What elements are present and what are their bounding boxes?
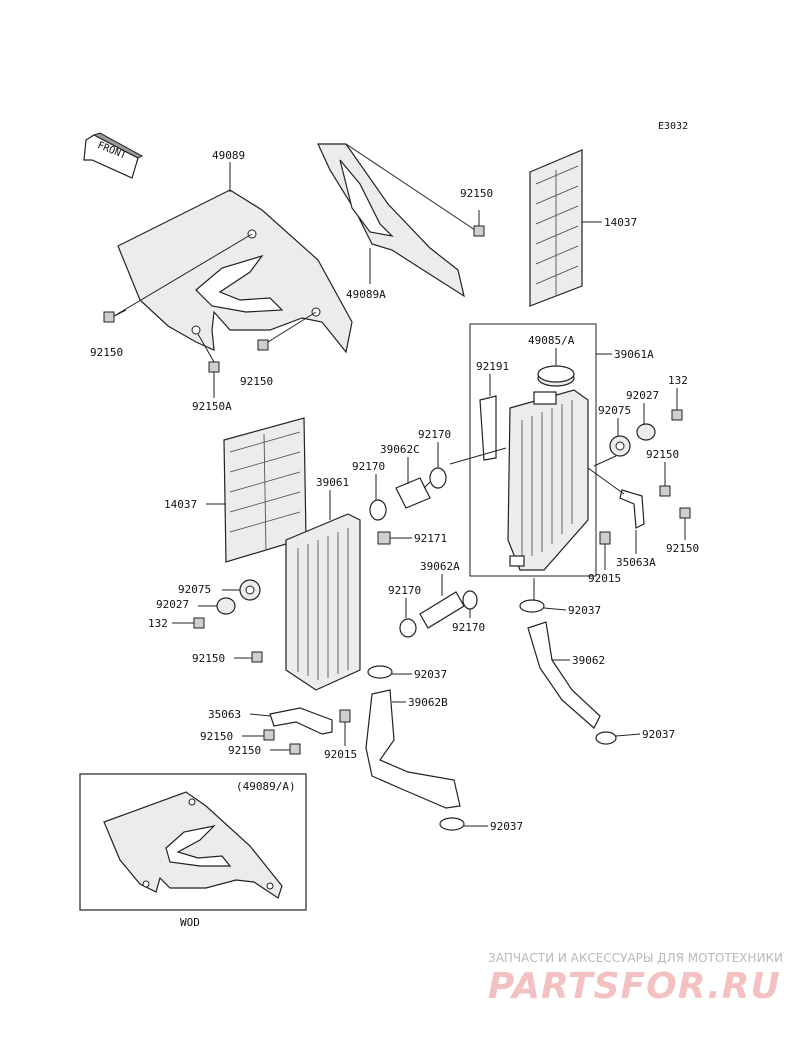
label-92150-b: 92150 [240,375,273,388]
hose-clamp-92037-l2 [439,817,465,831]
label-92191: 92191 [476,360,509,373]
radiator-right [507,389,589,571]
radiator-shroud-left [117,189,353,354]
radiator-hose-39062 [527,621,601,729]
label-92171: 92171 [414,532,447,545]
label-92075-right: 92075 [598,404,631,417]
bolt-132-right [671,409,683,421]
bolt-132-left [193,617,205,629]
hose-clamp-92037-l1 [367,665,393,679]
label-92150-l3: 92150 [228,744,261,757]
radiator-cap [537,365,575,387]
label-39061: 39061 [316,476,349,489]
hose-clamp-92170-c3 [462,590,478,610]
label-92150-r1: 92150 [646,448,679,461]
label-92150-r2: 92150 [666,542,699,555]
watermark-logo: PARTSFOR.RU [488,966,781,1007]
label-92170-c2: 92170 [352,460,385,473]
hose-39062b [365,689,461,809]
label-39062c: 39062C [380,443,420,456]
hose-clamp-92037-r1 [519,599,545,613]
label-39062b: 39062B [408,696,448,709]
hose-clamp-92170-c4 [399,618,417,638]
label-92170-c4: 92170 [452,621,485,634]
label-39062a: 39062A [420,560,460,573]
label-14037-left: 14037 [164,498,197,511]
inset-caption: WOD [180,916,200,929]
grommet-92027-right [636,423,656,441]
label-49085a: 49085/A [528,334,575,347]
label-35063a: 35063A [616,556,656,569]
hose-39062c [395,477,431,509]
bracket-35063 [269,707,333,735]
inset-title: (49089/A) [236,780,296,793]
radiator-grille-right [529,149,583,307]
label-92037-r1: 92037 [568,604,601,617]
label-92015-right: 92015 [588,572,621,585]
label-49089: 49089 [212,149,245,162]
label-92015-left: 92015 [324,748,357,761]
label-92027-left: 92027 [156,598,189,611]
watermark-tagline: ЗАПЧАСТИ И АКСЕССУАРЫ ДЛЯ МОТОТЕХНИКИ [488,951,783,965]
label-92150-l1: 92150 [192,652,225,665]
hose-clamp-92170-c1 [429,467,447,489]
label-39062: 39062 [572,654,605,667]
bolt-92150-l1 [251,651,263,663]
breather-hose [479,395,497,461]
front-arrow-icon: FRONT [83,132,144,179]
bolt-92150-mid [257,339,269,351]
bolt-92150-r2 [679,507,691,519]
clip-92015-right [599,531,611,545]
bolt-92150-l3 [289,743,301,755]
label-92150-top: 92150 [460,187,493,200]
radiator-shroud-right [317,143,465,298]
label-132-right: 132 [668,374,688,387]
label-49089a: 49089A [346,288,386,301]
label-92170-c3: 92170 [388,584,421,597]
clip-92171 [377,531,391,545]
label-92150-a: 92150 [90,346,123,359]
inset-shroud [103,791,283,899]
label-92075-left: 92075 [178,583,211,596]
label-92150a: 92150A [192,400,232,413]
label-92037-l1: 92037 [414,668,447,681]
hose-39062a [419,591,465,629]
bolt-92150-r1 [659,485,671,497]
label-92027-right: 92027 [626,389,659,402]
grommet-92027-left [216,597,236,615]
label-92150-l2: 92150 [200,730,233,743]
hose-clamp-92170-c2 [369,499,387,521]
bolt-92150-l2 [263,729,275,741]
bracket-35063a [619,489,645,529]
label-92037-r2: 92037 [642,728,675,741]
bolt-92150a [208,361,220,373]
label-92170-c1: 92170 [418,428,451,441]
radiator-left [285,513,361,691]
radiator-grille-left [223,417,307,563]
radiator-right-frame [469,323,597,577]
bolt-92150-left [103,309,127,323]
bolt-92150-top [473,210,485,237]
diagram-code: E3032 [658,121,688,132]
damper-92075-left [239,579,261,601]
label-92037-l2: 92037 [490,820,523,833]
hose-clamp-92037-r2 [595,731,617,745]
damper-92075-right [609,435,631,457]
label-14037-right: 14037 [604,216,637,229]
label-39061a: 39061A [614,348,654,361]
clip-92015-left [339,709,351,723]
label-132-left: 132 [148,617,168,630]
label-35063: 35063 [208,708,241,721]
